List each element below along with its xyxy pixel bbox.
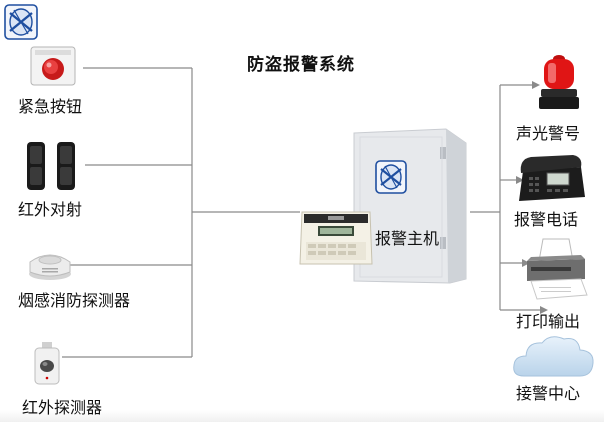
emergency-button-icon bbox=[30, 46, 76, 90]
label-alarm-host: 报警主机 bbox=[375, 229, 440, 248]
label-infrared-beam: 红外对射 bbox=[18, 200, 83, 219]
label-alarm-center: 接警中心 bbox=[516, 384, 581, 403]
alarm-host-cabinet bbox=[348, 127, 468, 289]
brand-logo bbox=[3, 3, 39, 45]
arrow-alarm-center bbox=[540, 306, 548, 314]
pir-motion-detector-icon bbox=[32, 342, 62, 390]
smoke-detector-icon bbox=[26, 248, 74, 286]
strobe-siren-icon bbox=[538, 53, 580, 115]
label-telephone: 报警电话 bbox=[514, 210, 579, 229]
floor-shadow bbox=[0, 410, 604, 422]
label-emergency-button: 紧急按钮 bbox=[18, 97, 83, 116]
arrow-telephone bbox=[516, 176, 524, 184]
cloud-alarm-center-icon bbox=[512, 332, 596, 386]
printer-icon bbox=[523, 237, 589, 305]
label-smoke-detector: 烟感消防探测器 bbox=[18, 291, 131, 310]
alarm-host-panel-icon bbox=[298, 206, 374, 274]
arrow-printer bbox=[522, 259, 530, 267]
label-siren: 声光警号 bbox=[516, 124, 581, 143]
infrared-beam-detector-icon bbox=[24, 140, 80, 196]
label-printer: 打印输出 bbox=[516, 312, 581, 331]
label-pir-detector: 红外探测器 bbox=[22, 398, 103, 417]
diagram-title: 防盗报警系统 bbox=[247, 55, 355, 75]
alarm-telephone-icon bbox=[517, 153, 587, 207]
arrow-siren bbox=[532, 81, 540, 89]
